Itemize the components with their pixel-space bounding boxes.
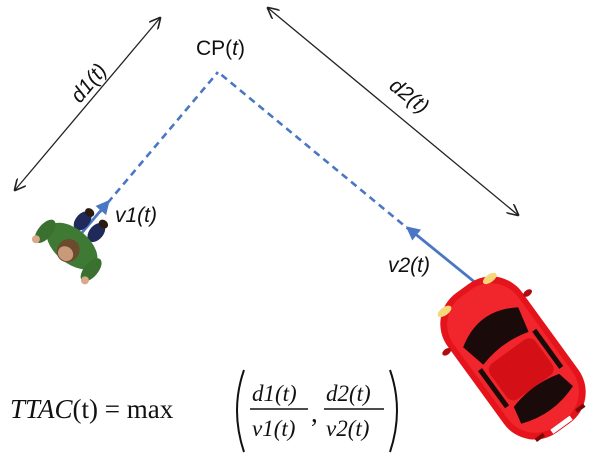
svg-text:TTAC(t) = max: TTAC(t) = max: [10, 394, 174, 424]
frac1-denominator: v1(t): [252, 416, 295, 441]
cp-label: CP(t): [196, 37, 245, 60]
v1-label: v1(t): [115, 204, 157, 227]
d2-label: d2(t): [385, 74, 433, 119]
equation-comma: ,: [311, 398, 318, 428]
left-paren: [236, 369, 245, 453]
d1-distance-arrow: [15, 18, 160, 190]
car-topview-icon: [437, 272, 586, 442]
v2-label: v2(t): [388, 254, 430, 277]
ttac-equation: TTAC(t) = max d1(t) v1(t) , d2(t) v2(t): [10, 369, 398, 453]
pedestrian-topview-icon: [31, 208, 109, 285]
frac2-numerator: d2(t): [326, 381, 371, 406]
car-path-to-cp: [217, 70, 413, 234]
frac2-denominator: v2(t): [326, 416, 369, 441]
v1-velocity-arrow: [78, 199, 110, 236]
pedestrian-path-to-cp: [99, 71, 219, 213]
v2-velocity-arrow: [405, 226, 483, 290]
right-paren: [389, 369, 398, 453]
d2-distance-arrow: [268, 8, 518, 215]
frac1-numerator: d1(t): [252, 381, 297, 406]
